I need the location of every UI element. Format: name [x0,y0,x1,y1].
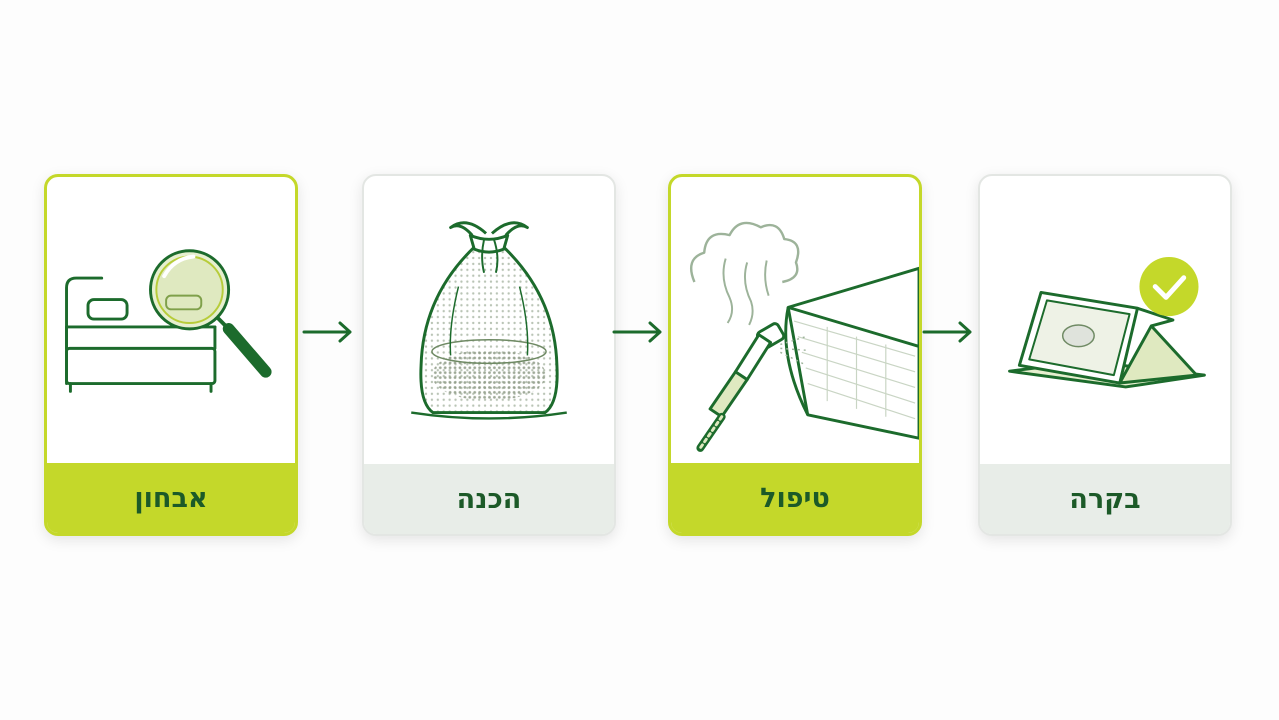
step-label: טיפול [760,482,830,514]
step-label-area: בקרה [980,464,1230,534]
laundry-bag-icon [411,221,567,420]
arrow-right-icon [922,321,972,343]
monitor-check-icon [1008,257,1206,389]
step-label-area: טיפול [671,463,919,533]
steam-mattress-icon [690,221,919,452]
arrow-right-icon [612,321,662,343]
step-card-preparation: הכנה [362,174,616,536]
step-card-diagnosis: אבחון [44,174,298,536]
step-card-treatment: טיפול [668,174,922,536]
step-label: הכנה [456,483,522,515]
step-label: בקרה [1069,483,1141,515]
arrow-right-icon [302,321,352,343]
step-label-area: אבחון [47,463,295,533]
step-card-inspection: בקרה [978,174,1232,536]
step-label-area: הכנה [364,464,614,534]
step-label: אבחון [134,482,208,514]
bed-magnifier-icon [65,249,272,393]
